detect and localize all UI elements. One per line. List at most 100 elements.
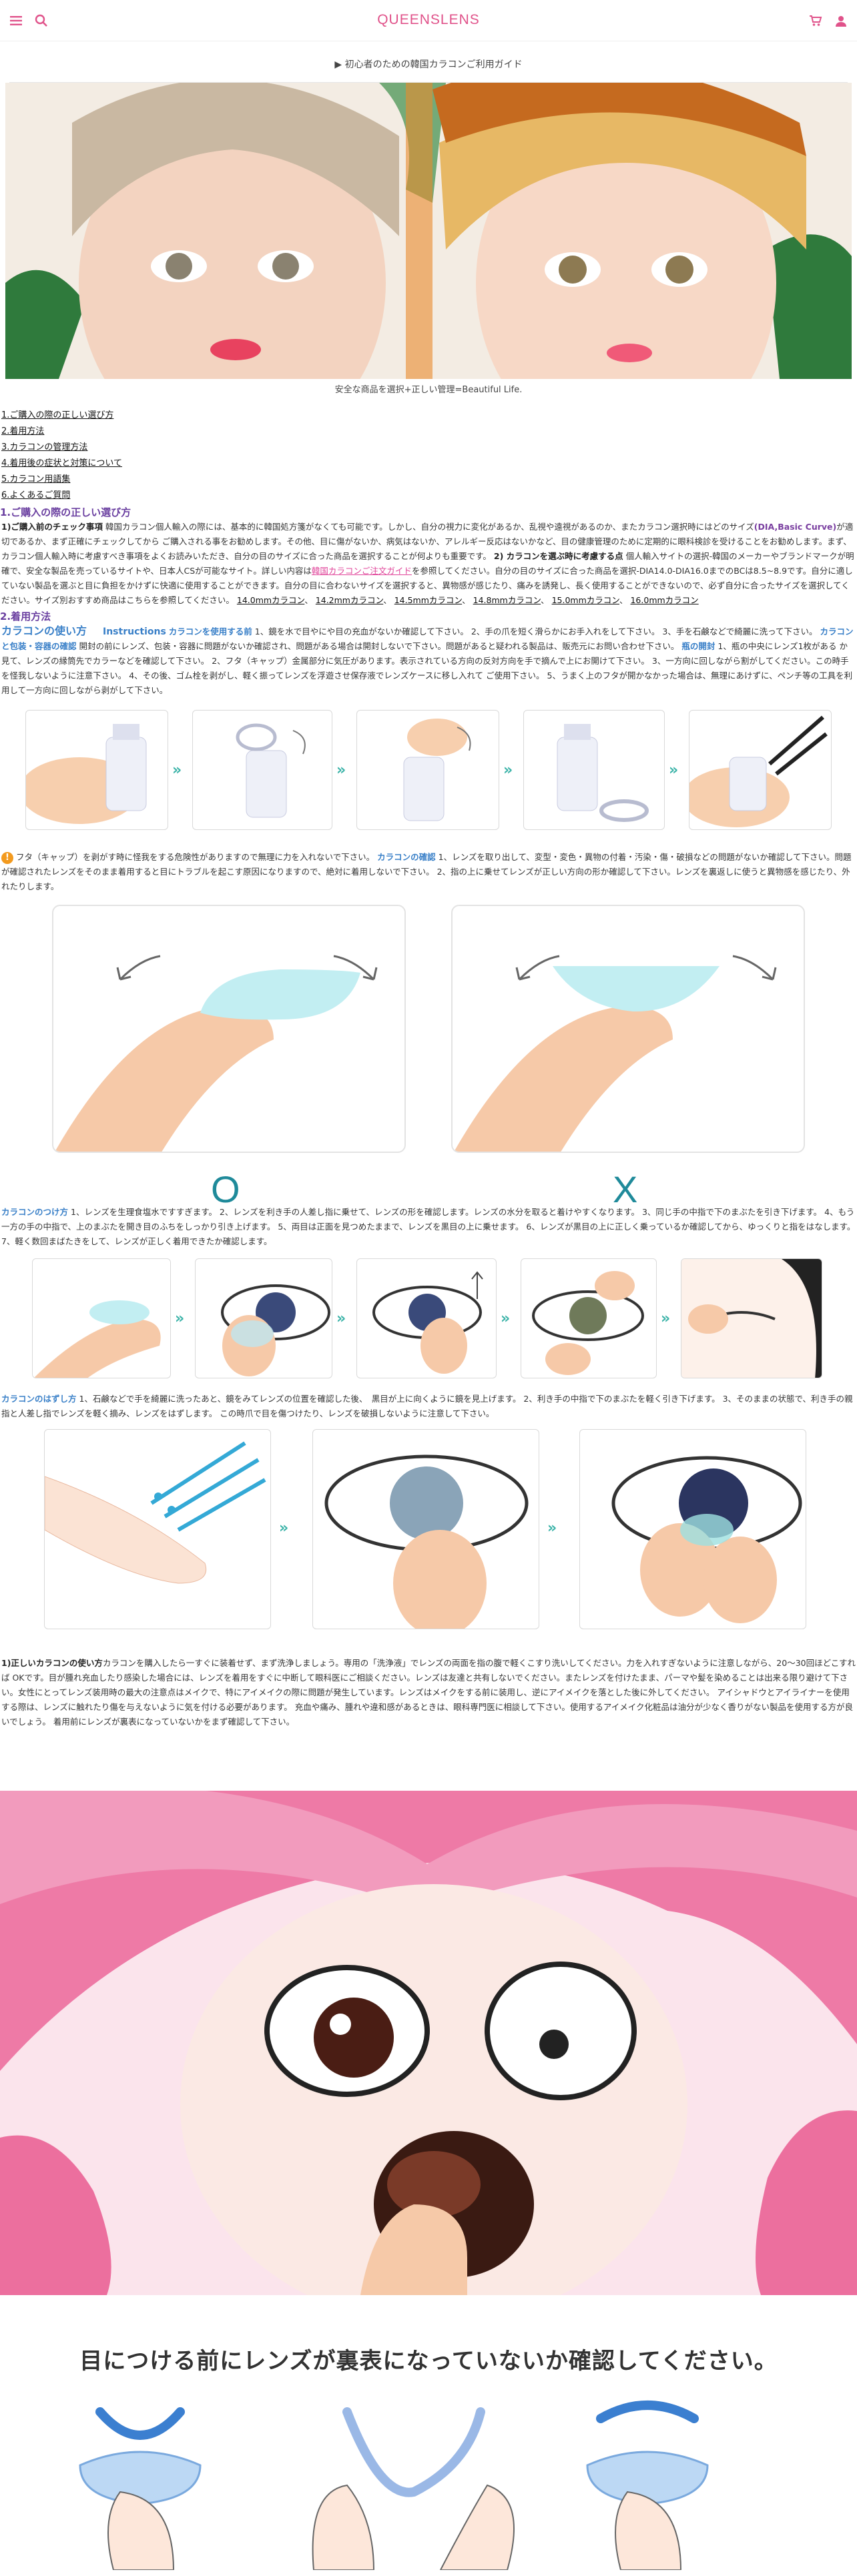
caution-paragraph: !フタ（キャップ）を剥がす時に怪我をする危険性がありますので無理に力を入れないで… xyxy=(0,850,857,894)
remove-paragraph: カラコンのはずし方 1、石鹸などで手を綺麗に洗ったあと、鏡をみてレンズの位置を確… xyxy=(0,1392,857,1421)
remove-steps-illustration: » » xyxy=(0,1428,857,1649)
wear-step-5 xyxy=(681,1258,822,1378)
remove-label: カラコンのはずし方 xyxy=(1,1393,77,1404)
wear-steps-illustration: » » » » xyxy=(0,1258,857,1385)
vial-step-1 xyxy=(25,709,168,830)
section2-paragraph: カラコンの使い方 Instructions カラコンを使用する前 1、鏡を水で目… xyxy=(0,624,857,698)
before-use-label: カラコンを使用する前 xyxy=(168,626,252,636)
hamburger-menu-icon[interactable] xyxy=(9,14,23,27)
cart-icon[interactable] xyxy=(809,14,822,27)
toc-item-glossary[interactable]: 5.カラコン用語集 xyxy=(1,474,71,484)
wear-step-1 xyxy=(32,1258,171,1378)
user-icon[interactable] xyxy=(834,14,848,27)
lens-flip-image xyxy=(79,2401,709,2571)
wear-paragraph: カラコンのつけ方 1、レンズを生理食塩水ですすぎます。 2、レンズを利き手の人差… xyxy=(0,1205,857,1249)
wear-step-2-image xyxy=(221,1284,330,1376)
lens-flip-illustration xyxy=(0,2385,857,2571)
remove-step-1-image xyxy=(45,1441,266,1584)
correct-use-label: 1)正しいカラコンの使い方 xyxy=(1,1657,103,1668)
step-arrow-icon: » xyxy=(175,1310,185,1327)
wear-step-5-image xyxy=(681,1258,822,1378)
correct-orientation-panel xyxy=(52,904,406,1153)
anime-lens-illustration xyxy=(0,1791,857,2295)
vial-step-4 xyxy=(523,709,665,830)
vial-step-3 xyxy=(356,709,499,830)
wear-step-4 xyxy=(521,1258,657,1378)
vial-step-5 xyxy=(689,709,832,830)
section1-paragraph: 1)ご購入前のチェック事項 韓国カラコン個人輸入の際には、基本的に韓国処方箋がな… xyxy=(1,521,854,605)
hero-illustration xyxy=(5,83,852,379)
lens-orientation-illustration: O X xyxy=(0,904,857,1210)
correct-use-paragraph: 1)正しいカラコンの使い方カラコンを購入したら一すぐに装着せず、まず洗浄しましょ… xyxy=(0,1656,857,1729)
wear-step-1-image xyxy=(34,1300,161,1378)
hero-caption: 安全な商品を選択+正しい管理=Beautiful Life. xyxy=(334,385,523,395)
incorrect-mark: X xyxy=(613,1168,638,1210)
vial-step-5-image xyxy=(689,715,828,827)
section1-text4: を参照してください。自分の目のサイズに合った商品を選択-DIA14.0-DIA1… xyxy=(1,565,853,605)
size-link-14-8[interactable]: 14.8mmカラコン xyxy=(473,594,541,605)
step-arrow-icon: » xyxy=(661,1310,671,1327)
remove-step-2 xyxy=(312,1428,539,1629)
section2-text1: 1、鏡を水で目やにや目の充血がないか確認して下さい。 2、手の爪を短く滑らかにお… xyxy=(254,626,818,636)
wear-step-4-image xyxy=(532,1270,644,1375)
wear-step-3-image xyxy=(372,1271,483,1374)
warning-icon: ! xyxy=(1,851,13,864)
beginner-guide-link[interactable]: ▶ 初心者のための韓国カラコンご利用ガイド xyxy=(9,48,848,83)
header-left xyxy=(9,14,103,27)
toc-item-selection[interactable]: 1.ご購入の際の正しい選び方 xyxy=(1,410,114,420)
step-arrow-icon: » xyxy=(336,761,346,779)
anime-girl-image xyxy=(0,1791,857,2295)
table-of-contents: 1.ご購入の際の正しい選び方 2.着用方法 3.カラコンの管理方法 4.着用後の… xyxy=(0,408,857,504)
hero-image xyxy=(5,83,852,379)
remove-step-2-image xyxy=(324,1454,529,1629)
section2-subtitle: カラコンの使い方 xyxy=(1,624,87,637)
vial-step-1-image xyxy=(26,723,147,824)
section1-title: 1.ご購入の際の正しい選び方 xyxy=(0,506,131,518)
step-arrow-icon: » xyxy=(336,1310,346,1327)
wear-step-3 xyxy=(356,1258,497,1378)
toc-item-care[interactable]: 3.カラコンの管理方法 xyxy=(1,442,88,452)
section1-text2: が適切であるか、まず正確にチェックしてから ご購入される事をお勧めします。その他… xyxy=(1,521,854,561)
step-arrow-icon: » xyxy=(669,761,679,779)
brand-logo[interactable]: QUEENSLENS xyxy=(377,12,480,28)
wear-text: 1、レンズを生理食塩水ですすぎます。 2、レンズを利き手の人差し指に乗せて、レン… xyxy=(1,1206,856,1246)
correct-lens-image xyxy=(55,955,378,1152)
size-link-14-0[interactable]: 14.0mmカラコン xyxy=(236,594,305,605)
step-arrow-icon: » xyxy=(503,761,513,779)
section2-text2: 開封の前にレンズ、包装・容器に問題がないか確認され、問題がある場合は開封しないで… xyxy=(79,640,679,651)
vial-step-3-image xyxy=(403,718,471,821)
toc-item-faq[interactable]: 6.よくあるご質問 xyxy=(1,490,71,500)
section1-dia-bc: (DIA,Basic Curve) xyxy=(754,521,837,532)
size-link-14-2[interactable]: 14.2mmカラコン xyxy=(315,594,384,605)
vial-step-2 xyxy=(192,709,332,830)
order-guide-link[interactable]: 韓国カラコンご注文ガイド xyxy=(311,565,412,576)
toc-item-wearing[interactable]: 2.着用方法 xyxy=(1,426,45,436)
site-header: QUEENSLENS xyxy=(0,0,857,41)
correct-use-text: カラコンを購入したら一すぐに装着せず、まず洗浄しましょう。専用の「洗浄液」でレン… xyxy=(1,1657,856,1727)
vial-open-label: 瓶の開封 xyxy=(681,640,716,651)
size-link-14-5[interactable]: 14.5mmカラコン xyxy=(394,594,463,605)
incorrect-lens-image xyxy=(454,955,777,1152)
header-right xyxy=(754,14,848,27)
wear-step-2 xyxy=(195,1258,332,1378)
incorrect-orientation-panel xyxy=(451,904,805,1153)
package-check-label: カラコンと包装・容器の確認 xyxy=(1,626,854,651)
vial-step-4-image xyxy=(557,723,649,822)
section2-title: 2.着用方法 xyxy=(0,610,51,622)
step-arrow-icon: » xyxy=(501,1310,511,1327)
section1-text3: 個人輸入サイトの選択-韓国のメーカーやブランドマークが明確で、安全な製品を売って… xyxy=(1,550,854,576)
section1-lead: 1)ご購入前のチェック事項 xyxy=(1,521,103,532)
caution-text1: フタ（キャップ）を剥がす時に怪我をする危険性がありますので無理に力を入れないで下… xyxy=(16,851,375,862)
remove-step-3-image xyxy=(611,1456,802,1623)
toc-item-symptoms[interactable]: 4.着用後の症状と対策について xyxy=(1,458,123,468)
remove-step-1 xyxy=(44,1428,271,1629)
step-arrow-icon: » xyxy=(279,1519,289,1537)
size-link-16-0[interactable]: 16.0mmカラコン xyxy=(630,594,699,605)
remove-step-3 xyxy=(579,1428,806,1629)
section1-lead2: 2) カラコンを選ぶ時に考慮する点 xyxy=(493,550,623,561)
step-arrow-icon: » xyxy=(172,761,182,779)
size-link-15-0[interactable]: 15.0mmカラコン xyxy=(551,594,619,605)
bottom-heading: 目につける前にレンズが裏表になっていないか確認してください。 xyxy=(79,2348,778,2375)
wear-label: カラコンのつけ方 xyxy=(1,1206,69,1217)
search-icon[interactable] xyxy=(35,14,48,27)
